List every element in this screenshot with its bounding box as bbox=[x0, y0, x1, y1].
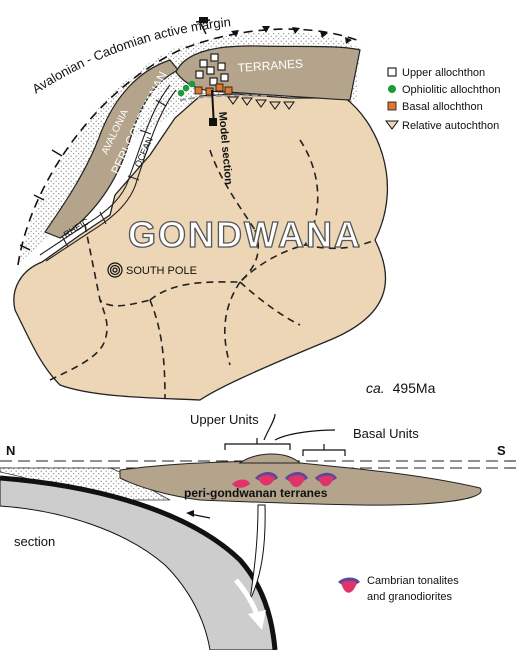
suture-line bbox=[179, 94, 269, 101]
cambrian-legend-line1: Cambrian tonalites bbox=[367, 575, 459, 587]
age-label: ca. 495Ma bbox=[366, 380, 436, 396]
legend-basal-label: Basal allochthon bbox=[402, 101, 483, 113]
section-marker-top bbox=[199, 17, 208, 23]
cambrian-legend-line2: and granodiorites bbox=[367, 591, 453, 603]
basal-units-label: Basal Units bbox=[353, 426, 419, 441]
terranes-label: TERRANES bbox=[237, 56, 303, 75]
rheic-ridge bbox=[39, 84, 177, 262]
unit-brackets bbox=[224, 413, 346, 456]
gondwana-label: GONDWANA bbox=[128, 214, 362, 255]
upper-allochthon-symbols bbox=[195, 53, 229, 86]
cambrian-legend: Cambrian tonalites and granodiorites bbox=[338, 575, 459, 603]
basal-allochthon-symbols bbox=[194, 83, 233, 96]
south-pole-icon bbox=[107, 262, 123, 278]
legend-upper-swatch bbox=[387, 67, 397, 77]
ophiolitic-allochthon-symbols bbox=[177, 80, 196, 97]
south-pole-label: SOUTH POLE bbox=[126, 265, 197, 277]
trench-teeth bbox=[231, 26, 352, 44]
upper-units-bump bbox=[238, 453, 302, 464]
terranes-section-label: peri-gondwanan terranes bbox=[184, 486, 328, 500]
relative-autochthon-symbols bbox=[227, 96, 295, 110]
slab-top-bold bbox=[0, 475, 278, 650]
model-section-marker bbox=[209, 118, 217, 126]
legend-autochthon-swatch bbox=[385, 120, 399, 130]
legend-ophiolite-label: Ophiolitic allochthon bbox=[402, 84, 500, 96]
thrust-arrowhead bbox=[186, 510, 194, 517]
upper-units-label: Upper Units bbox=[190, 412, 259, 427]
section-label: section bbox=[14, 534, 55, 549]
legend-ophiolite-swatch bbox=[388, 85, 396, 93]
north-label: N bbox=[6, 443, 15, 458]
gondwana-internal-boundaries bbox=[49, 139, 376, 399]
south-label: S bbox=[497, 443, 506, 458]
active-margin-line bbox=[17, 28, 363, 266]
legend-upper-label: Upper allochthon bbox=[402, 67, 485, 79]
legend-autochthon-label: Relative autochthon bbox=[402, 120, 499, 132]
legend: Upper allochthon Ophiolitic allochthon B… bbox=[385, 67, 500, 132]
cambrian-intrusions bbox=[232, 472, 337, 488]
legend-basal-swatch bbox=[387, 101, 397, 111]
slab-motion-arrowhead bbox=[248, 610, 266, 630]
